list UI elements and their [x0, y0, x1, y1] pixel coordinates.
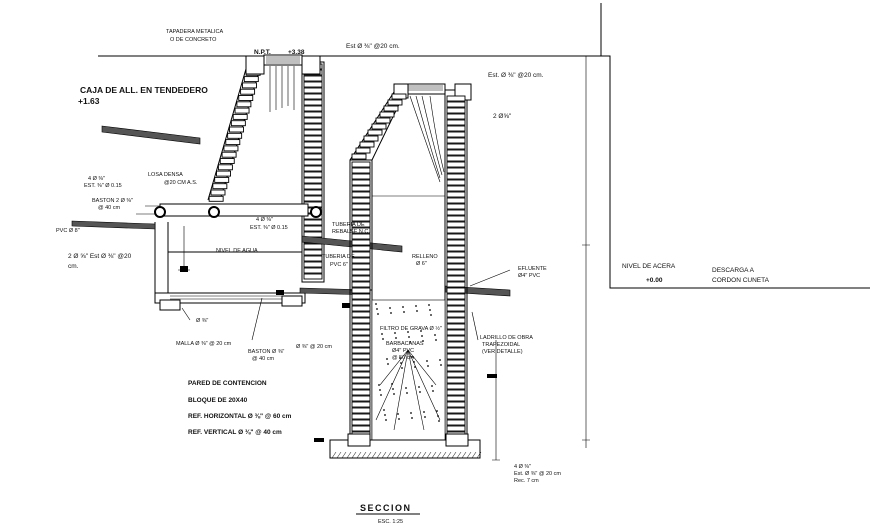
label-tuberia2: REBALSE N.C.	[332, 229, 370, 235]
slab-losa	[154, 203, 322, 218]
label-barbacanas: BARBACANAS	[386, 341, 424, 347]
label-barbacanas2: Ø4" PVC	[392, 348, 414, 354]
label-efluente: EFLUENTE	[518, 266, 547, 272]
level-dimension-line	[582, 56, 590, 448]
label-ladrillo2: TRAPEZOIDAL	[482, 342, 520, 348]
label-o-left-small: Ø ⅜"	[196, 318, 208, 324]
label-ref-v: REF. VERTICAL Ø ⅜" @ 40 cm	[188, 429, 282, 436]
label-nivel-acera-val: +0.00	[646, 277, 663, 284]
label-relleno2: Ø 6"	[416, 261, 427, 267]
section-scale: ESC. 1:25	[378, 519, 403, 525]
label-nivel-agua: NIVEL DE AGUA	[216, 248, 258, 254]
label-descarga2: CORDON CUNETA	[712, 277, 770, 284]
label-tapadera: TAPADERA METALICA	[166, 29, 223, 35]
right-tank	[349, 83, 472, 441]
label-npt: N.P.T.	[254, 49, 271, 56]
label-pared: PARED DE CONTENCION	[188, 380, 267, 387]
label-nivel-acera: NIVEL DE ACERA	[622, 263, 676, 270]
label-malla: MALLA Ø ⅜" @ 20 cm	[176, 341, 232, 347]
markers	[136, 205, 511, 461]
label-npt-level: +3.38	[288, 49, 305, 56]
label-est-left2: EST. ⅜" Ø 0.15	[84, 183, 122, 189]
label-ladrillo3: (VER DETALLE)	[482, 349, 523, 355]
label-ref-h: REF. HORIZONTAL Ø ⅜" @ 60 cm	[188, 413, 292, 420]
footing	[329, 433, 482, 459]
lower-chamber	[154, 222, 306, 311]
label-dos-o-left2: cm.	[68, 263, 79, 270]
label-baston-b: BASTON Ø ⅜"	[248, 349, 284, 355]
left-tank-wall	[301, 61, 325, 283]
label-tuberia-pvc: TUBERIA DE	[322, 254, 355, 260]
label-ladrillo: LADRILLO DE OBRA	[480, 335, 533, 341]
label-filtro: FILTRO DE GRAVA Ø ½"	[380, 325, 442, 332]
label-caja: CAJA DE ALL. EN TENDEDERO	[80, 85, 208, 95]
label-efluente2: Ø4" PVC	[518, 273, 540, 279]
label-tuberia-pvc2: PVC 6"	[330, 262, 348, 268]
label-bottom-r2: Est. Ø ⅜" @ 20 cm	[514, 471, 561, 477]
label-losa: LOSA DENSA	[148, 172, 183, 178]
gravel-filter	[371, 299, 446, 441]
annotations: TAPADERA METALICA O DE CONCRETO N.P.T. +…	[56, 29, 770, 525]
label-losa2: @20 CM A.S.	[164, 180, 198, 186]
left-sloped-wall	[207, 61, 263, 202]
label-pvc: PVC Ø 8"	[56, 228, 80, 234]
label-est-left: 4 Ø ⅜"	[88, 176, 105, 182]
label-descarga: DESCARGA A	[712, 267, 755, 274]
tank-cover	[245, 54, 321, 112]
label-est-right: Est. Ø ⅜" @20 cm.	[488, 72, 544, 79]
label-barbacanas3: @ 50 cm	[392, 355, 415, 361]
label-est-mid2: EST. ⅜" Ø 0.15	[250, 225, 288, 231]
label-est-mid: 4 Ø ⅜"	[256, 217, 273, 223]
label-relleno: RELLENO	[412, 254, 438, 260]
label-caja-level: +1.63	[78, 96, 100, 106]
label-dos-o: 2 Ø⅝"	[493, 113, 512, 120]
property-line	[600, 3, 870, 289]
section-title: SECCION	[360, 503, 412, 513]
label-est-top: Est Ø ⅜" @20 cm.	[346, 43, 400, 50]
label-baston: BASTON 2 Ø ⅜"	[92, 198, 133, 204]
label-baston2: @ 40 cm	[98, 205, 121, 211]
label-o-bottom: Ø ⅜" @ 20 cm	[296, 344, 332, 350]
label-bloque: BLOQUE DE 20X40	[188, 397, 248, 404]
label-bottom-r3: Rec. 7 cm	[514, 478, 539, 484]
label-bottom-r1: 4 Ø ⅜"	[514, 464, 531, 470]
label-dos-o-left: 2 Ø ⅝" Est Ø ⅜" @20	[68, 253, 132, 260]
label-tapadera2: O DE CONCRETO	[170, 37, 217, 43]
label-baston-b2: @ 40 cm	[252, 356, 275, 362]
label-tuberia: TUBERIA DE	[332, 222, 365, 228]
